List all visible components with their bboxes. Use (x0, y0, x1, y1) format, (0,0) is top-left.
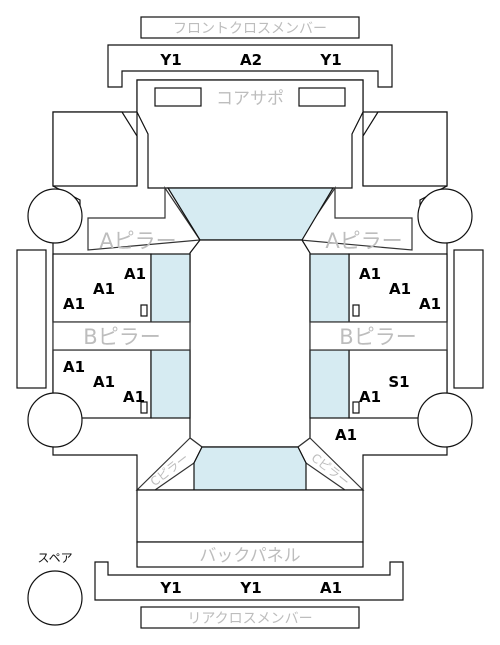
front-member-grade-left: Y1 (159, 51, 181, 69)
right-front-door-grade-1: A1 (359, 265, 381, 283)
core-support-right-block[interactable] (298, 87, 346, 107)
a-pillar-left-label: Aピラー (99, 229, 176, 253)
left-rear-window[interactable] (150, 349, 191, 419)
b-pillar-right[interactable] (309, 321, 448, 351)
right-front-window[interactable] (309, 253, 350, 323)
c-pillar-left[interactable] (135, 437, 203, 491)
front-member-grade-center: A2 (240, 51, 262, 69)
left-front-fender[interactable] (52, 111, 138, 187)
rear-member-grade-center: Y1 (239, 579, 261, 597)
rear-cross-member[interactable] (94, 561, 404, 601)
right-front-door-grade-2: A1 (389, 280, 411, 298)
front-cross-member-label-box (140, 16, 360, 39)
b-pillar-right-label: Bピラー (339, 325, 416, 349)
left-rear-door-handle (140, 401, 148, 414)
right-front-door[interactable] (348, 253, 448, 323)
a-pillar-left[interactable] (87, 186, 202, 251)
left-front-door-grade-2: A1 (93, 280, 115, 298)
front-cross-member-label: フロントクロスメンバー (173, 21, 327, 37)
right-rear-door-grade-2: A1 (359, 388, 381, 406)
left-front-wheel (27, 188, 83, 244)
left-side-sill[interactable] (16, 249, 47, 389)
left-rear-door-grade-1: A1 (63, 358, 85, 376)
rear-window[interactable] (193, 446, 307, 491)
b-pillar-left[interactable] (52, 321, 191, 351)
core-support-label: コアサポ (216, 89, 284, 109)
trunk-lid[interactable] (136, 489, 364, 543)
spare-tire[interactable] (27, 570, 83, 626)
a-pillar-right-label: Aピラー (325, 229, 402, 253)
back-panel[interactable] (136, 541, 364, 568)
left-rear-door-grade-2: A1 (93, 373, 115, 391)
right-rear-door-grade-1: S1 (388, 373, 409, 391)
left-front-door-grade-3: A1 (63, 295, 85, 313)
right-rear-quarter-grade: A1 (335, 426, 357, 444)
rear-cross-member-label: リアクロスメンバー (187, 611, 312, 627)
right-front-door-handle (352, 304, 360, 317)
front-member-grade-right: Y1 (319, 51, 341, 69)
right-front-door-grade-3: A1 (419, 295, 441, 313)
left-front-door-handle (140, 304, 148, 317)
rear-member-grade-right: A1 (320, 579, 342, 597)
rear-member-grade-left: Y1 (159, 579, 181, 597)
right-front-wheel (417, 188, 473, 244)
front-cross-member[interactable] (107, 44, 393, 88)
left-front-window[interactable] (150, 253, 191, 323)
rear-cross-member-label-box (140, 606, 360, 629)
right-rear-wheel (417, 392, 473, 448)
left-rear-wheel (27, 392, 83, 448)
spare-label: スペア (37, 551, 72, 565)
back-panel-label: バックパネル (199, 546, 300, 566)
c-pillar-right[interactable] (297, 437, 365, 491)
core-support-left-block[interactable] (154, 87, 202, 107)
roof[interactable] (189, 239, 311, 448)
right-side-sill[interactable] (453, 249, 484, 389)
left-rear-door-grade-3: A1 (123, 388, 145, 406)
right-rear-window[interactable] (309, 349, 350, 419)
b-pillar-left-label: Bピラー (83, 325, 160, 349)
right-front-fender[interactable] (362, 111, 448, 187)
right-rear-door-handle (352, 401, 360, 414)
left-front-door-grade-1: A1 (124, 265, 146, 283)
